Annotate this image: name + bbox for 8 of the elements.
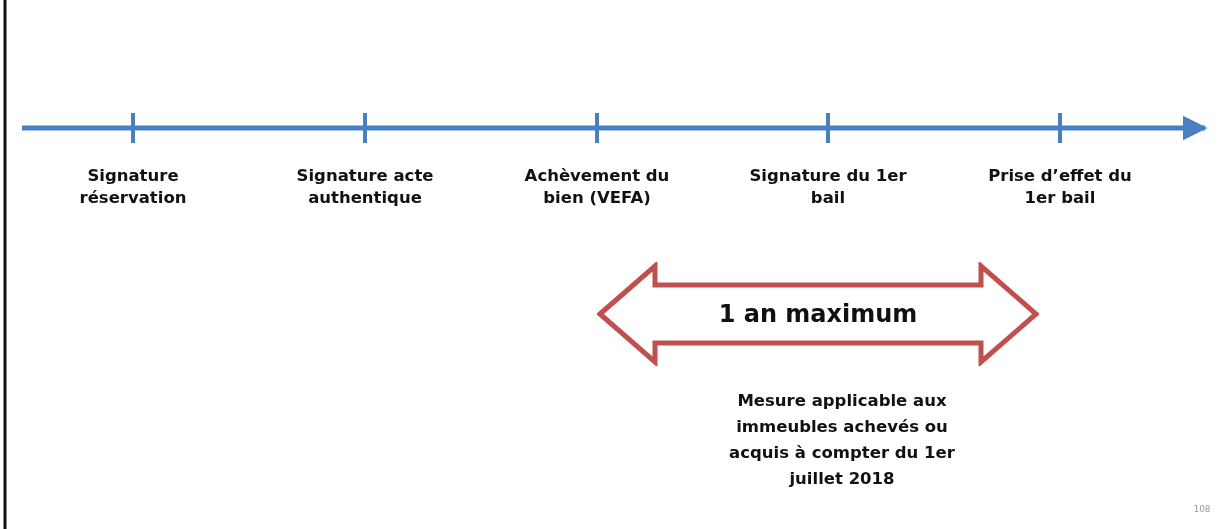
milestone-label: Signature du 1er bail bbox=[748, 165, 908, 209]
milestone-label: Signature acte authentique bbox=[295, 165, 435, 209]
milestone-label: Achèvement du bien (VEFA) bbox=[523, 165, 671, 209]
milestone-label: Signature réservation bbox=[78, 165, 188, 209]
duration-label: 1 an maximum bbox=[717, 300, 919, 328]
milestone-label: Prise d’effet du 1er bail bbox=[987, 165, 1133, 209]
page-number: 108 bbox=[1192, 503, 1212, 515]
note-text: Mesure applicable aux immeubles achevés ou acquis à compter du 1er juillet 2018 bbox=[728, 390, 956, 490]
